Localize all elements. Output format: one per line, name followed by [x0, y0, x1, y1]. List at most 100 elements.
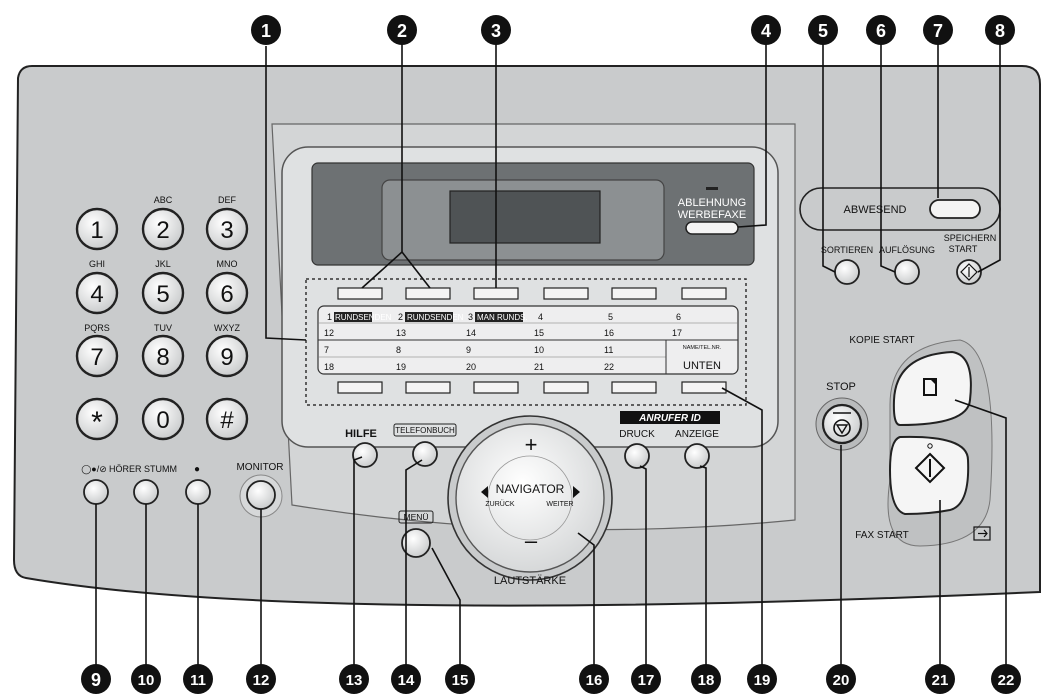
man-runds-tag	[475, 312, 523, 322]
key-letters: DEF	[218, 195, 237, 205]
leader-lines	[95, 44, 1007, 666]
druck-label: DRUCK	[619, 429, 655, 440]
navigator-minus[interactable]: –	[525, 528, 538, 553]
anrufer-id-label: ANRUFER ID	[638, 413, 701, 424]
station-button[interactable]	[405, 381, 451, 394]
ablehnung-label-1: ABLEHNUNG	[678, 197, 746, 209]
callout-number: 19	[754, 672, 771, 689]
hoerer-stumm-button[interactable]	[133, 479, 159, 505]
grid-cell: 15	[534, 328, 544, 338]
flash-label: ●	[194, 464, 200, 475]
grid-cell: 8	[396, 345, 401, 355]
key-star[interactable]: *	[75, 397, 119, 441]
key-hash[interactable]: #	[205, 397, 249, 441]
menu-button[interactable]	[401, 528, 431, 558]
navigator-left-arrow-icon[interactable]	[481, 486, 488, 498]
telefonbuch-button[interactable]	[412, 441, 438, 467]
redial-pause-button[interactable]	[83, 479, 109, 505]
station-button[interactable]	[473, 287, 519, 300]
callout-number: 14	[398, 672, 415, 689]
callout-18: 18	[691, 664, 721, 694]
navigator-right-arrow-icon[interactable]	[573, 486, 580, 498]
key-letters: WXYZ	[214, 323, 241, 333]
abwesend-label: ABWESEND	[844, 204, 907, 216]
key-digit: 8	[156, 344, 169, 371]
station-dashed-frame	[305, 278, 747, 406]
callout-11: 11	[183, 664, 213, 694]
navigator-ring	[455, 423, 605, 573]
key-digit: 2	[156, 217, 169, 244]
callout-number: 3	[491, 21, 501, 41]
stop-button[interactable]	[821, 403, 863, 445]
navigator-back[interactable]: ZURÜCK	[485, 500, 514, 508]
callout-8: 8	[985, 15, 1015, 45]
station-button[interactable]	[337, 287, 383, 300]
ablehnung-button[interactable]	[685, 221, 739, 235]
navigator-next[interactable]: WEITER	[546, 501, 573, 508]
anzeige-label: ANZEIGE	[675, 429, 719, 440]
station-button[interactable]	[681, 287, 727, 300]
callout-20: 20	[826, 664, 856, 694]
station-button[interactable]	[337, 381, 383, 394]
grid-cell: 19	[396, 362, 406, 372]
callout-number: 10	[138, 672, 155, 689]
grid-row-1: 1 RUNDSENDEN 2 RUNDSENDEN 3 MAN RUNDS. 4…	[327, 312, 681, 322]
key-3[interactable]: DEF 3	[205, 195, 249, 251]
hoerer-stumm-label: HÖRER STUMM	[109, 464, 177, 474]
sortieren-button[interactable]	[834, 259, 860, 285]
grid-cell: 17	[672, 328, 682, 338]
callout-7: 7	[923, 15, 953, 45]
callout-number: 8	[995, 21, 1005, 41]
key-2[interactable]: ABC 2	[141, 195, 185, 251]
station-button[interactable]	[543, 381, 589, 394]
volume-label: LAUTSTÄRKE	[494, 575, 566, 587]
callout-14: 14	[391, 664, 421, 694]
station-button[interactable]	[543, 287, 589, 300]
station-button[interactable]	[611, 287, 657, 300]
callout-4: 4	[751, 15, 781, 45]
callout-number: 18	[698, 672, 715, 689]
hilfe-button[interactable]	[352, 442, 378, 468]
grid-cell: 20	[466, 362, 476, 372]
station-button[interactable]	[405, 287, 451, 300]
flash-button[interactable]	[185, 479, 211, 505]
aufloesung-button[interactable]	[894, 259, 920, 285]
kopie-start-button[interactable]	[892, 350, 972, 427]
callout-2: 2	[387, 15, 417, 45]
key-1[interactable]: 1	[75, 207, 119, 251]
menu-label: MENÜ	[403, 512, 428, 522]
key-0[interactable]: 0	[141, 397, 185, 441]
anzeige-button[interactable]	[684, 443, 710, 469]
grid-cell: 5	[608, 312, 613, 322]
key-letters: JKL	[155, 259, 171, 269]
navigator-title: NAVIGATOR	[496, 482, 565, 496]
station-button[interactable]	[611, 381, 657, 394]
navigator-plus[interactable]: +	[525, 432, 538, 457]
station-button[interactable]	[473, 381, 519, 394]
key-digit: 3	[220, 217, 233, 244]
callout-number: 9	[91, 670, 101, 690]
rundsenden-tag	[405, 312, 453, 322]
abwesend-button[interactable]	[929, 199, 981, 219]
grid-cell: 11	[604, 345, 613, 355]
aufloesung-label: AUFLÖSUNG	[879, 245, 935, 255]
callout-number: 5	[818, 21, 828, 41]
ablehnung-label-2: WERBEFAXE	[678, 209, 746, 221]
druck-button[interactable]	[624, 443, 650, 469]
key-letters: ABC	[154, 195, 173, 205]
grid-cell: RUNDSENDEN	[335, 313, 392, 322]
unten-button[interactable]	[681, 381, 727, 394]
key-digit: #	[220, 407, 234, 434]
monitor-button[interactable]	[246, 480, 276, 510]
callout-22: 22	[991, 664, 1021, 694]
key-digit: *	[91, 406, 103, 439]
grid-cell: 4	[538, 312, 543, 322]
telefonbuch-frame	[393, 423, 457, 437]
